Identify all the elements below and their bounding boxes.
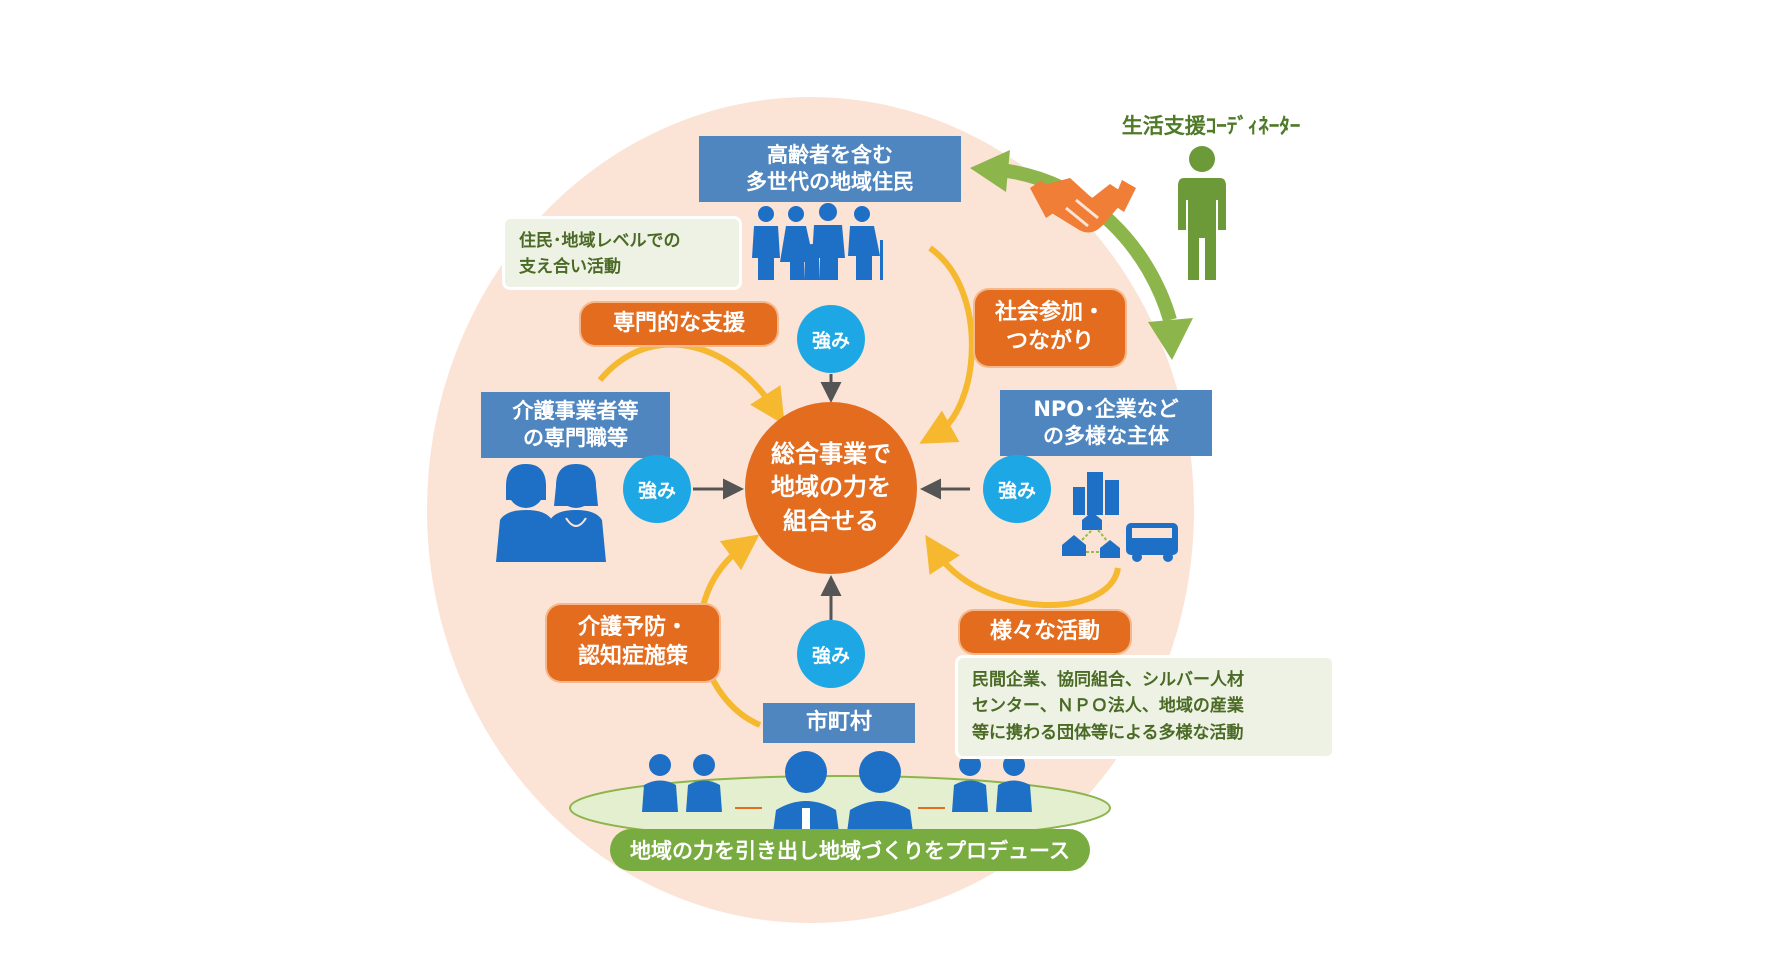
residents-note-line2: 支え合い活動 [519, 257, 621, 278]
prevention-label: 介護予防・ 認知症施策 [547, 605, 719, 681]
various-activities-text: 様々な活動 [989, 618, 1100, 644]
center-line2: 地域の力を [771, 473, 891, 502]
npo-box: NPO･企業など の多様な主体 [1000, 390, 1212, 456]
activities-note-line2: センター、ＮＰＯ法人、地域の産業 [972, 696, 1244, 717]
specialist-support-text: 専門的な支援 [612, 310, 745, 336]
activities-note-line1: 民間企業、協同組合、シルバー人材 [972, 670, 1244, 690]
specialists-box: 介護事業者等 の専門職等 [481, 392, 670, 458]
npo-title-line2: の多様な主体 [1043, 424, 1169, 448]
center-line3: 組合せる [783, 506, 879, 535]
strength-left: 強み [623, 455, 691, 523]
strength-top-text: 強み [811, 329, 850, 352]
arrow-various-activities [925, 534, 1121, 608]
residents-note: 住民･地域レベルでの 支え合い活動 [502, 216, 742, 290]
footer-banner: 地域の力を引き出し地域づくりをプロデュース [610, 829, 1090, 871]
residents-note-line1: 住民･地域レベルでの [519, 231, 681, 251]
municipality-title: 市町村 [805, 709, 872, 735]
prevention-line1: 介護予防・ [577, 615, 688, 641]
strength-left-text: 強み [637, 479, 676, 502]
strength-bottom-text: 強み [811, 644, 850, 667]
activities-note-line3: 等に携わる団体等による多様な活動 [972, 722, 1244, 743]
prevention-line2: 認知症施策 [577, 644, 688, 669]
specialist-support-label: 専門的な支援 [581, 303, 777, 345]
social-line2: つながり [1005, 329, 1094, 354]
coordinator-label: 生活支援ｺｰﾃﾞｨﾈｰﾀｰ [1121, 114, 1301, 138]
specialists-title-line2: の専門職等 [523, 426, 628, 450]
residents-box: 高齢者を含む 多世代の地域住民 [699, 136, 961, 202]
strength-top: 強み [797, 305, 865, 373]
social-line1: 社会参加・ [994, 300, 1105, 326]
arrow-social-participation [919, 245, 975, 444]
npo-title-line1: NPO･企業など [1033, 396, 1179, 421]
handshake-icon [1030, 178, 1136, 233]
residents-title-line2: 多世代の地域住民 [746, 170, 914, 194]
social-participation-label: 社会参加・ つながり [975, 290, 1125, 366]
family-group-icon [752, 203, 883, 280]
center-line1: 総合事業で [771, 439, 891, 468]
various-activities-label: 様々な活動 [960, 611, 1130, 653]
officials-icon [642, 751, 1032, 840]
strength-right: 強み [983, 455, 1051, 523]
specialists-title-line1: 介護事業者等 [512, 398, 639, 423]
residents-title-line1: 高齢者を含む [767, 142, 893, 167]
care-workers-icon [496, 464, 606, 562]
coordinator-arrow [999, 163, 1177, 322]
coordinator-person-icon [1178, 146, 1226, 280]
footer-banner-text: 地域の力を引き出し地域づくりをプロデュース [630, 839, 1070, 863]
activities-note: 民間企業、協同組合、シルバー人材 センター、ＮＰＯ法人、地域の産業 等に携わる団… [955, 655, 1335, 759]
strength-right-text: 強み [997, 479, 1036, 502]
arrow-specialist-support [597, 341, 785, 426]
municipality-box: 市町村 [763, 703, 915, 743]
center-circle: 総合事業で 地域の力を 組合せる [745, 402, 917, 574]
strength-bottom: 強み [797, 620, 865, 688]
buildings-network-bus-icon [1062, 472, 1178, 562]
